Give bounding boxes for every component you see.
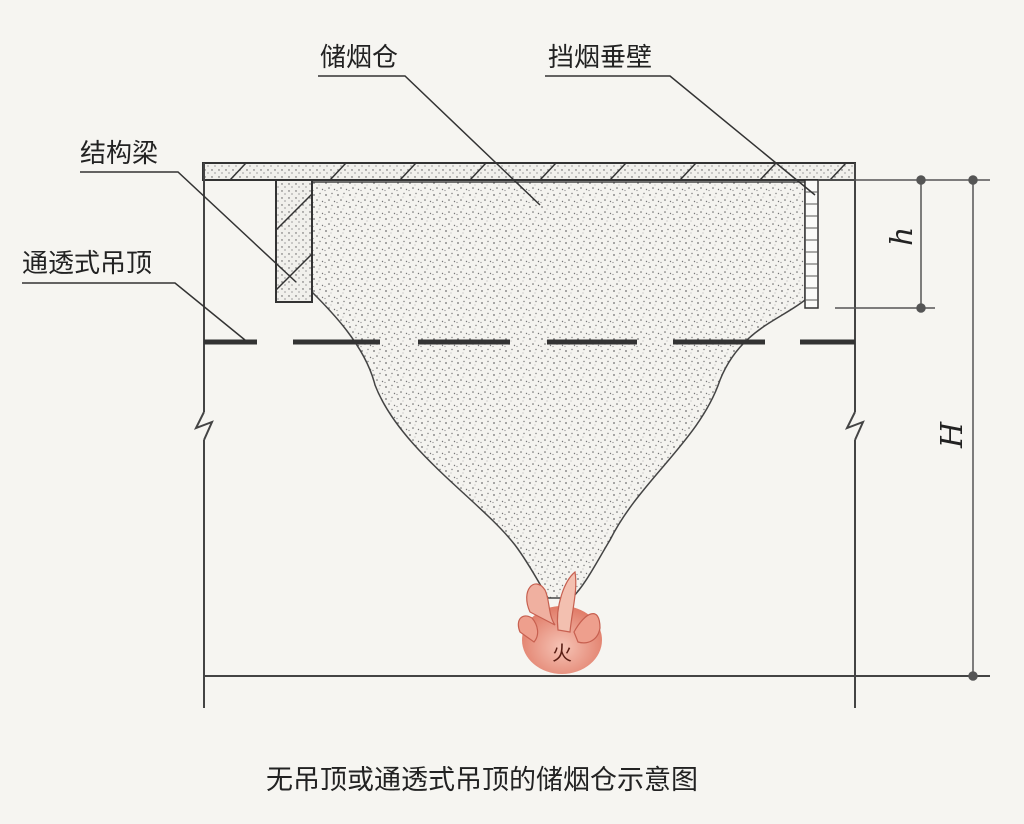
left-wall [193, 163, 214, 708]
label-structural-beam: 结构梁 [80, 139, 158, 169]
smoke-cloud [311, 181, 806, 599]
fire-icon: 火 [517, 570, 602, 674]
diagram-caption: 无吊顶或通透式吊顶的储烟仓示意图 [266, 765, 698, 796]
label-smoke-reservoir: 储烟仓 [320, 43, 398, 73]
barrier-texture [805, 191, 818, 301]
slab-hatch [229, 162, 847, 181]
ceiling-slab [202, 162, 856, 181]
fire-label: 火 [552, 641, 572, 665]
label-smoke-barrier: 挡烟垂壁 [548, 43, 652, 73]
dimension-H-label: H [935, 421, 970, 449]
label-permeable-ceiling: 通透式吊顶 [22, 249, 152, 279]
dimension-h-label: h [885, 227, 920, 246]
leader-lines [22, 75, 816, 341]
smoke-barrier [804, 179, 819, 309]
beam-hatch [275, 193, 313, 291]
dimension-lines [818, 175, 990, 681]
right-wall [844, 163, 865, 708]
